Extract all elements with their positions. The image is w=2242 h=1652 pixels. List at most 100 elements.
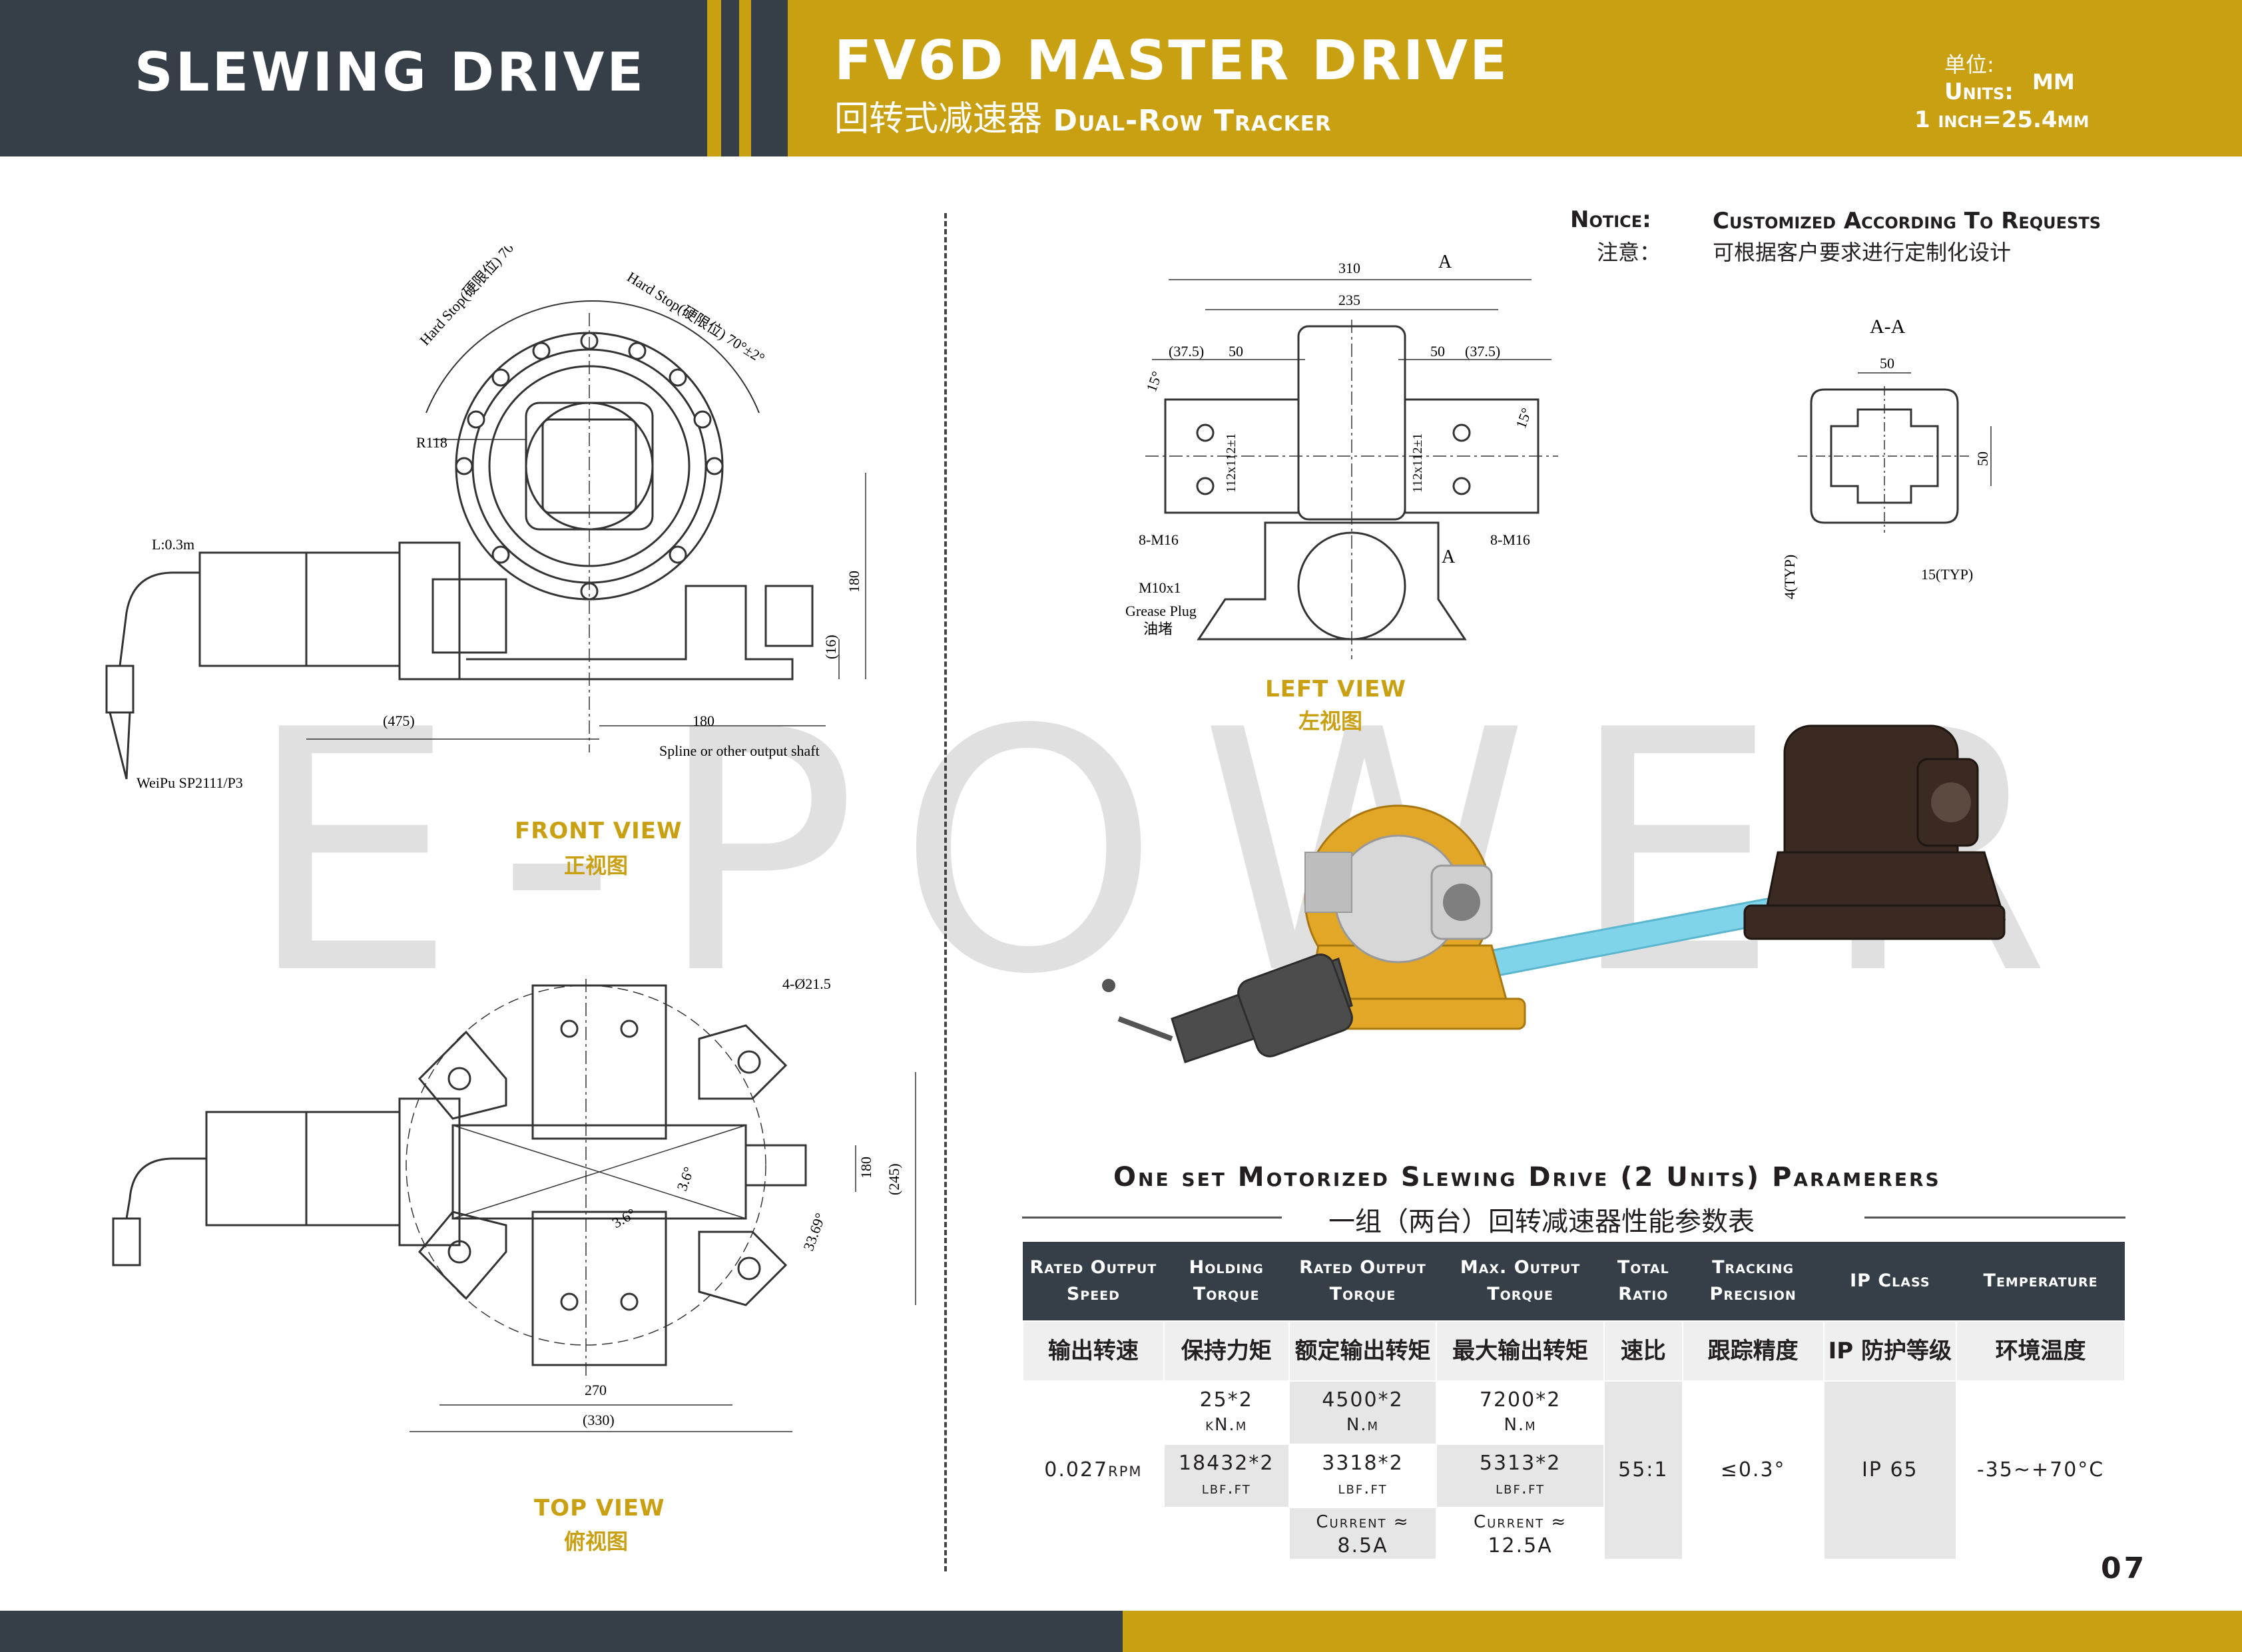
holes-label: 4-Ø21.5 [782,975,831,992]
dim-475: (475) [383,712,415,729]
cell-holding-empty [1163,1507,1290,1560]
header-right-band [788,0,2242,156]
angle-label: 15° [1512,406,1535,431]
dim-16: (16) [822,635,839,659]
radius-label: R118 [416,434,447,451]
section-marker: A [1438,252,1452,272]
units-value: MM [2032,69,2075,95]
page-subtitle: 回转式减速器 Dual-Row Tracker [834,91,1332,140]
dim-37-5: (37.5) [1169,343,1204,360]
cell-precision: ≤0.3° [1681,1380,1824,1560]
dim-235: 235 [1338,292,1360,308]
footer-band [1123,1611,2242,1652]
product-render-image [1102,724,2006,1063]
dim-180-vertical: 180 [846,571,862,593]
title-rule [1864,1217,2125,1219]
angle-label: 15° [1143,369,1165,394]
watermark: E-POWER [246,659,2091,1047]
header-cn: 额定输出转矩 [1288,1320,1438,1382]
cell-ratio: 55:1 [1603,1380,1683,1560]
cell-ip: IP 65 [1822,1380,1958,1560]
title-rule [1022,1217,1282,1219]
section-offset: 15(TYP) [1921,566,1973,583]
table-row: Current ≈8.5A Current ≈12.5A [1023,1507,2125,1560]
header-stripe [751,0,788,156]
top-view-drawing: 4-Ø21.5 180 (245) 3.6° 3.6° 33.69° 270 (… [112,975,916,1432]
header-stripe [721,0,739,156]
header-temperature: Temperature [1956,1242,2125,1321]
section-thickness: 4(TYP) [1781,555,1798,599]
subtitle-en: Dual-Row Tracker [1053,104,1332,138]
section-marker: A [1442,547,1456,567]
header-ip: IP Class [1823,1242,1957,1321]
header-left-band: SLEWING DRIVE [0,0,707,156]
units-label: Units: [1944,79,2014,105]
page-number: 07 [2101,1551,2147,1585]
tube-size: 112x112±1 [1224,433,1239,493]
left-view-label: LEFT VIEW [1265,676,1406,702]
dim-180: 180 [858,1157,874,1179]
tube-size: 112x112±1 [1410,433,1425,493]
dim-50: 50 [1229,343,1243,360]
spline-label: Spline or other output shaft [659,742,820,759]
angle-label: 33.69° [800,1211,828,1252]
page-title: FV6D MASTER DRIVE [834,29,1510,93]
top-view-label: TOP VIEW [534,1495,665,1521]
front-view-drawing: Hard Stop(硬限位) 70°±2° Hard Stop(硬限位) 70°… [105,246,866,791]
front-view-label: FRONT VIEW [515,818,683,844]
inch-conversion: 1 inch=25.4mm [1914,107,2090,133]
section-height: 50 [1974,451,1991,466]
section-title: SLEWING DRIVE [135,41,647,103]
header-stripe [739,0,751,156]
hard-stop-label: Hard Stop(硬限位) 70°±2° [416,246,535,348]
section-width: 50 [1880,355,1894,372]
bolt-label: 8-M16 [1139,531,1179,548]
notice-label-cn: 注意： [1597,240,1661,265]
header-stripe [707,0,721,156]
cell-rated-current: Current ≈8.5A [1288,1507,1438,1560]
table-header-cn-row: 输出转速 保持力矩 额定输出转矩 最大输出转矩 速比 跟踪精度 IP 防护等级 … [1022,1320,2125,1382]
grease-plug-label: Grease Plug [1125,603,1197,619]
cable-length-label: L:0.3m [152,536,194,553]
bolt-label: 8-M16 [1490,531,1530,548]
units-cn: 单位: [1944,52,1994,77]
dim-310: 310 [1338,260,1360,276]
footer-band [0,1611,1123,1652]
dim-50: 50 [1430,343,1445,360]
dim-37-5: (37.5) [1465,343,1500,360]
dim-330: (330) [583,1412,615,1428]
angle-label: 3.6° [609,1205,639,1232]
section-aa-drawing: A-A 50 50 4(TYP) 15(TYP) [1781,316,1992,599]
table-title-cn: 一组（两台）回转减速器性能参数表 [1328,1207,1755,1237]
cell-max-current: Current ≈12.5A [1436,1507,1605,1560]
header-cn: 速比 [1603,1320,1683,1382]
dim-180-horizontal: 180 [693,712,714,729]
dim-245: (245) [886,1163,902,1195]
notice-text-cn: 可根据客户要求进行定制化设计 [1713,240,2012,265]
divider [944,213,947,1571]
cell-speed: 0.027rpm [1022,1380,1165,1560]
left-view-label-cn: 左视图 [1298,708,1363,734]
header-cn: 输出转速 [1022,1320,1165,1382]
header-cn: 最大输出转矩 [1436,1320,1605,1382]
table-title: One set Motorized Slewing Drive (2 Units… [1113,1162,1941,1193]
connector-label: WeiPu SP2111/P3 [137,774,243,791]
dim-270: 270 [585,1382,607,1398]
notice-label: Notice: [1570,206,1651,233]
header-cn: 环境温度 [1956,1320,2125,1382]
header-cn: IP 防护等级 [1822,1320,1958,1382]
